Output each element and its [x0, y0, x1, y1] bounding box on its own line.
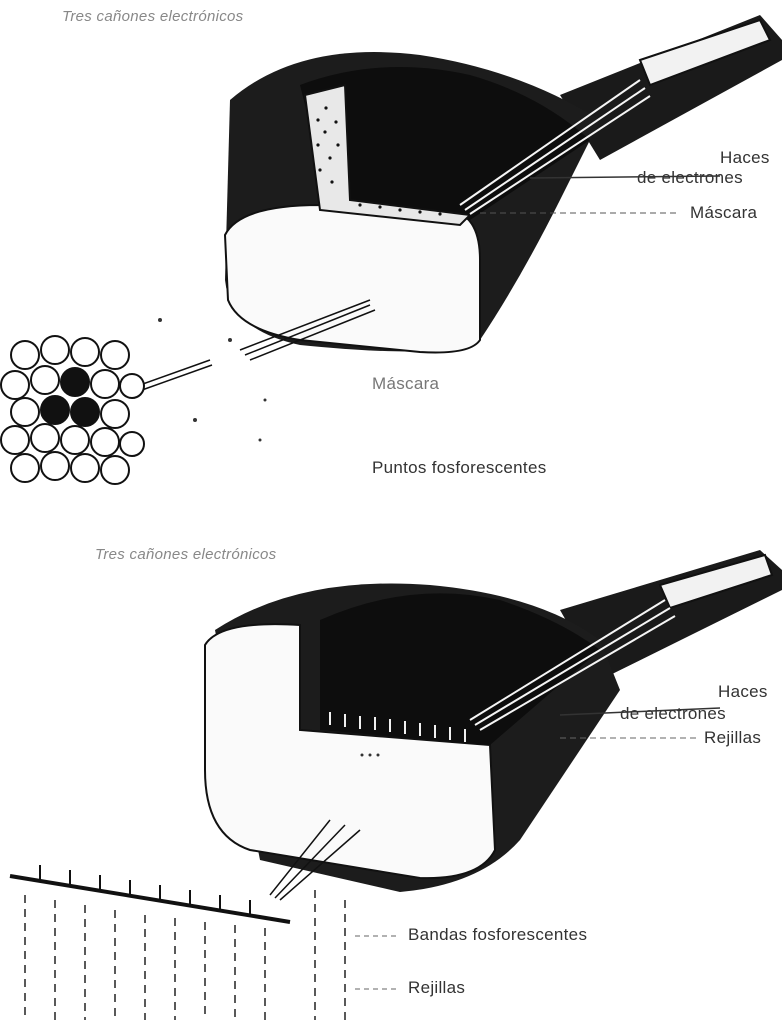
bottom-beams-label-line2: de electrones: [620, 704, 726, 724]
top-beams-label-line1: Haces: [720, 148, 770, 168]
top-title: Tres cañones electrónicos: [62, 8, 243, 25]
phosphor-strip-bar: [10, 876, 290, 922]
scattered-marks: [158, 318, 267, 442]
phosphor-dot-grid: [1, 336, 144, 484]
aperture-grille-crt-diagram: Tres cañones electrónicos Haces de elect…: [0, 520, 782, 1020]
top-mask-label: Máscara: [690, 203, 757, 223]
shadow-mask-crt-diagram: Tres cañones electrónicos Haces de elect…: [0, 0, 782, 510]
shadow-mask-crt-illustration: [0, 0, 782, 510]
phosphor-strips-label: Bandas fosforescentes: [408, 925, 587, 945]
grille-dashed-lines: [25, 890, 345, 1020]
grille-detail-label: Rejillas: [408, 978, 465, 998]
crt-screen-face: [225, 205, 480, 353]
mask-detail-label: Máscara: [372, 374, 439, 394]
aperture-grille-crt-illustration: [0, 520, 782, 1020]
bottom-title: Tres cañones electrónicos: [95, 546, 276, 563]
bottom-grille-label: Rejillas: [704, 728, 761, 748]
phosphor-dots-label: Puntos fosforescentes: [372, 458, 547, 478]
top-beams-label-line2: de electrones: [637, 168, 743, 188]
strip-ticks: [40, 865, 250, 915]
bottom-beams-label-line1: Haces: [718, 682, 768, 702]
